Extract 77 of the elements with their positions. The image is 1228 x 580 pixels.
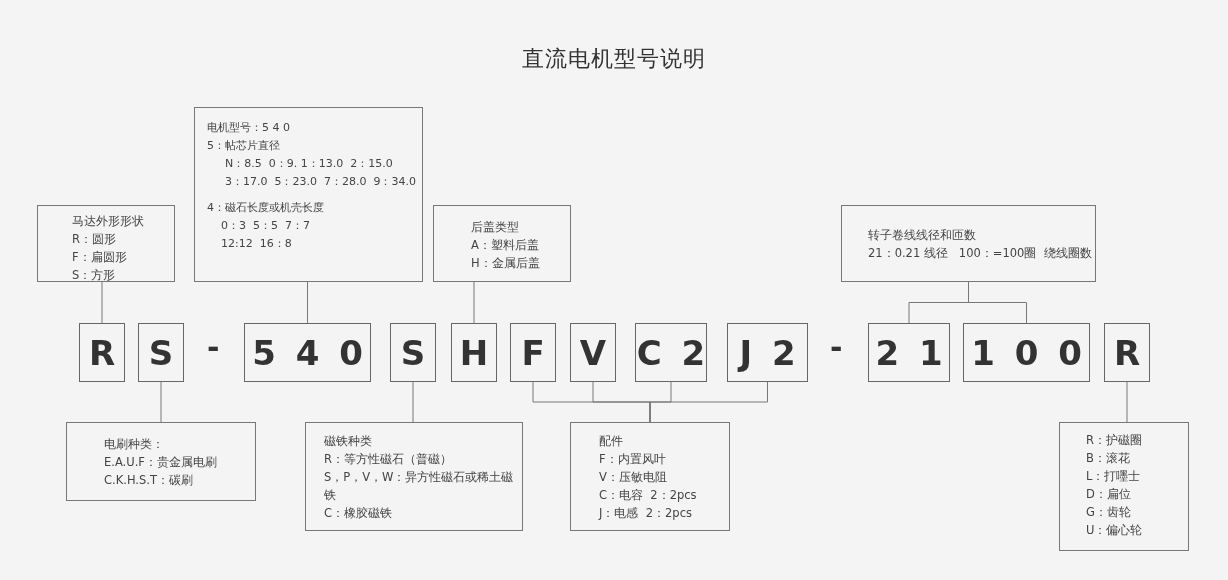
- description-heading: 电刷种类：: [104, 436, 165, 453]
- description-text: B：滚花: [1086, 450, 1131, 467]
- diagram-title: 直流电机型号说明: [521, 45, 707, 73]
- model-code: S: [400, 332, 426, 373]
- code-box: [79, 323, 125, 382]
- description-heading: 马达外形形状: [72, 213, 145, 230]
- code-box: [390, 323, 436, 382]
- description-text: L：打嚜士: [1086, 468, 1142, 485]
- connector-line: [307, 281, 308, 324]
- code-box: [868, 323, 950, 382]
- description-text: N：8.5 0：9. 1：13.0 2：15.0: [225, 156, 394, 172]
- description-heading: R：护磁圈: [1086, 432, 1143, 449]
- description-text: G：齿轮: [1086, 504, 1132, 521]
- model-code: 2 1: [875, 332, 943, 373]
- code-box: [244, 323, 371, 382]
- model-code: R: [1113, 332, 1141, 373]
- description-heading: 后盖类型: [471, 219, 520, 236]
- description-text: C.K.H.S.T：碳刷: [104, 472, 194, 489]
- description-box: [841, 205, 1096, 282]
- description-text: S：方形: [72, 267, 117, 284]
- code-box: [1104, 323, 1150, 382]
- model-code: S: [148, 332, 174, 373]
- code-box: [138, 323, 184, 382]
- description-box: [194, 107, 423, 282]
- separator-dash: -: [830, 330, 843, 365]
- description-text: R：圆形: [72, 231, 117, 248]
- code-box: [510, 323, 556, 382]
- connector-line: [649, 381, 768, 423]
- description-text: H：金属后盖: [471, 255, 541, 272]
- description-heading: 转子卷线线径和匝数: [868, 227, 977, 244]
- description-box: [570, 422, 730, 531]
- model-code: H: [459, 332, 489, 373]
- code-box: [963, 323, 1090, 382]
- description-text: R：等方性磁石（普磁）: [324, 451, 453, 468]
- code-box: [635, 323, 707, 382]
- description-text: D：扁位: [1086, 486, 1132, 503]
- description-text: F：扁圆形: [72, 249, 128, 266]
- description-heading: 磁铁种类: [324, 433, 373, 450]
- description-text: 3：17.0 5：23.0 7：28.0 9：34.0: [225, 174, 417, 190]
- description-text: 4：磁石长度或机壳长度: [207, 200, 325, 216]
- description-text: C：电容 2：2pcs: [599, 487, 698, 504]
- description-box: [37, 205, 175, 282]
- connector-line: [968, 281, 1027, 324]
- model-code: 5 4 0: [252, 332, 363, 373]
- separator-dash: -: [207, 330, 220, 365]
- connector-line: [473, 281, 475, 324]
- description-text: C：橡胶磁铁: [324, 505, 394, 522]
- code-box: [570, 323, 616, 382]
- connector-line: [160, 381, 162, 423]
- description-text: J：电感 2：2pcs: [599, 505, 693, 522]
- model-code: 1 0 0: [971, 332, 1082, 373]
- description-box: [66, 422, 256, 501]
- description-text: S，P，V，W：异方性磁石或稀土磁铁: [324, 469, 515, 504]
- connector-line: [1126, 381, 1128, 423]
- description-text: 5：帖芯片直径: [207, 138, 281, 154]
- connector-line: [412, 381, 414, 423]
- description-box: [1059, 422, 1189, 551]
- model-code: F: [521, 332, 545, 373]
- model-code: R: [88, 332, 116, 373]
- description-box: [433, 205, 571, 282]
- model-code: J 2: [739, 332, 796, 373]
- description-text: 12:12 16：8: [221, 236, 293, 252]
- description-text: 21：0.21 线径 100：=100圈 绕线圈数: [868, 245, 1093, 262]
- description-text: V：压敏电阻: [599, 469, 668, 486]
- code-box: [727, 323, 808, 382]
- description-heading: 配件: [599, 433, 624, 450]
- description-text: 0：3 5：5 7：7: [221, 218, 311, 234]
- description-text: E.A.U.F：贵金属电刷: [104, 454, 218, 471]
- description-text: U：偏心轮: [1086, 522, 1144, 539]
- code-box: [451, 323, 497, 382]
- description-text: F：内置风叶: [599, 451, 667, 468]
- model-code: V: [579, 332, 607, 373]
- description-box: [305, 422, 523, 531]
- description-heading: 电机型号：5 4 0: [207, 120, 291, 136]
- description-text: A：塑料后盖: [471, 237, 540, 254]
- model-code: C 2: [636, 332, 706, 373]
- connector-line: [101, 281, 103, 324]
